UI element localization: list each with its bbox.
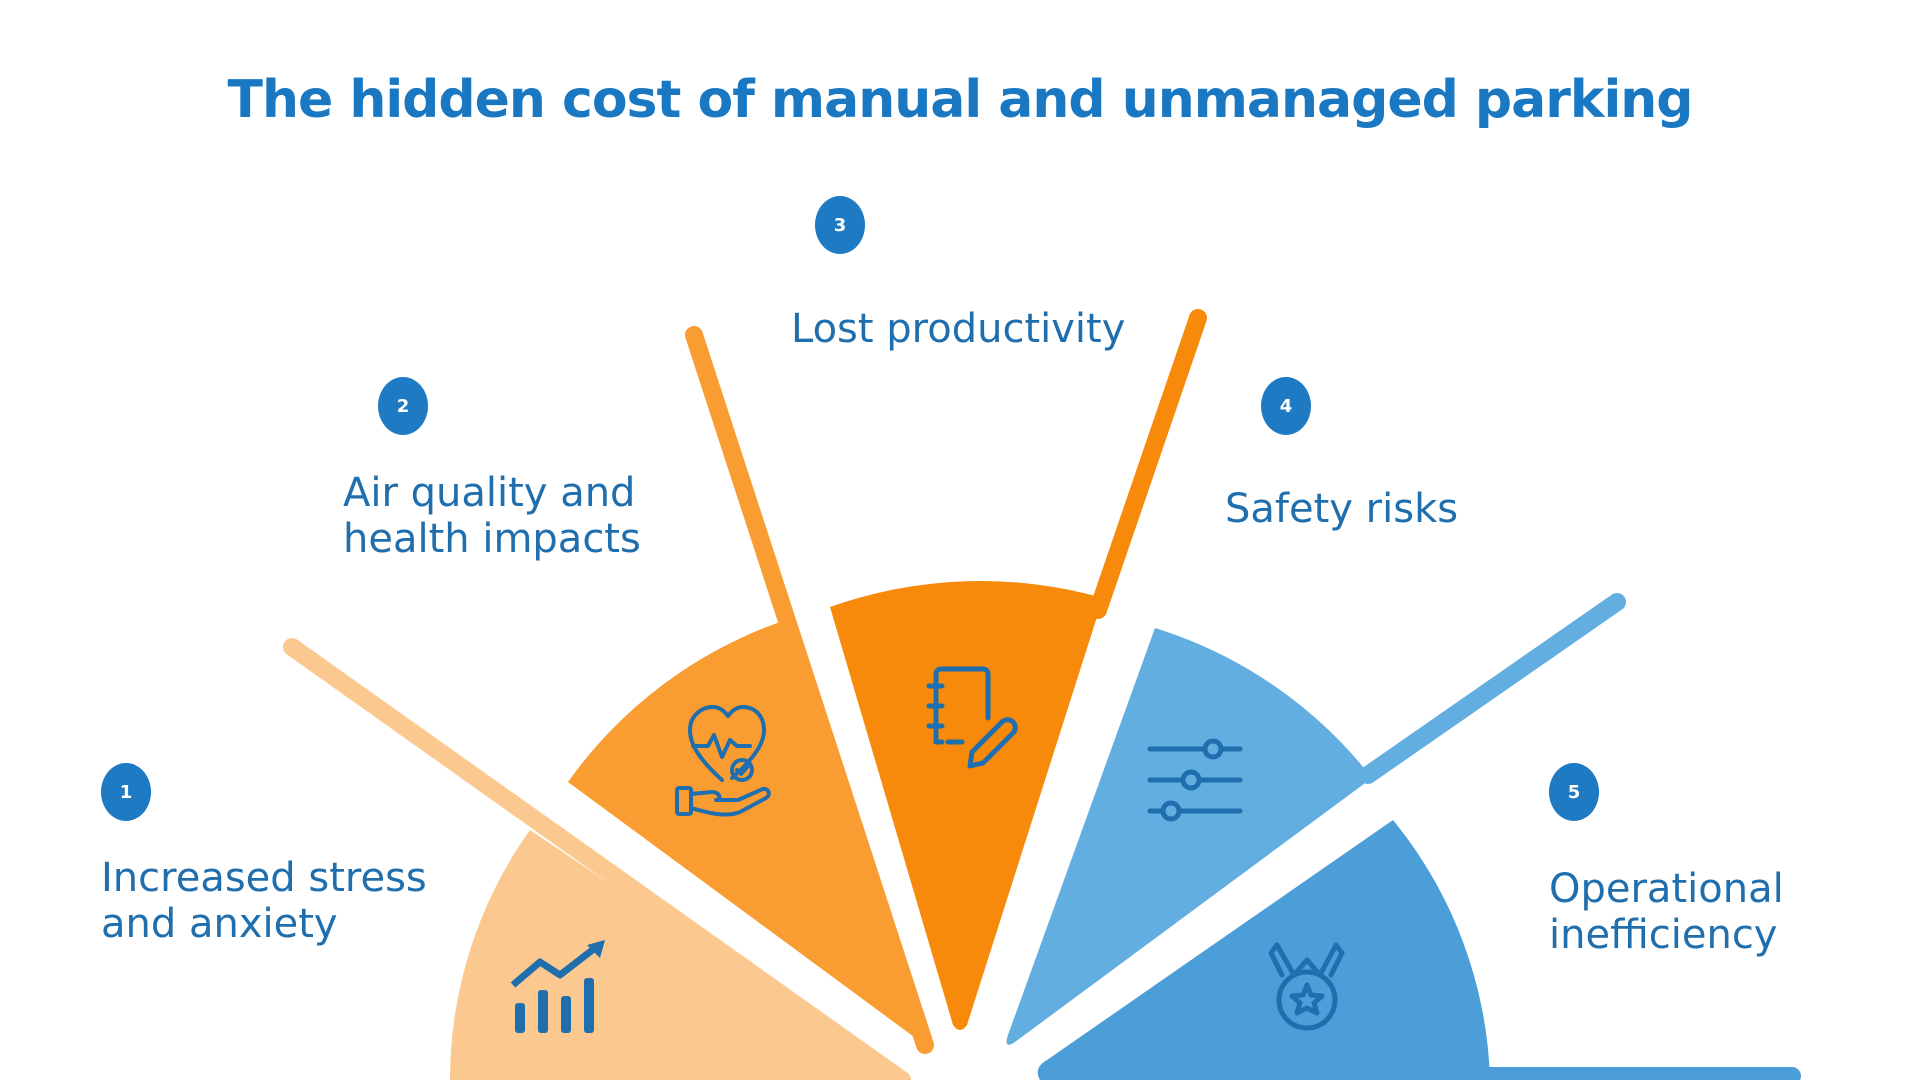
segment-3-ray (1089, 309, 1207, 619)
step-badge-4: 4 (1261, 377, 1311, 435)
step-badge-5: 5 (1549, 763, 1599, 821)
medal-icon (1268, 942, 1345, 1031)
segment-3-sector (830, 581, 1103, 1030)
segment-4-sector (1006, 628, 1372, 1045)
segment-5 (1037, 820, 1801, 1080)
item-label-2: Air quality and health impacts (343, 470, 641, 562)
sliders-icon (1147, 738, 1243, 822)
notebook-pen-icon (926, 666, 1018, 769)
item-label-3: Lost productivity (791, 306, 1126, 352)
segment-2 (568, 326, 934, 1054)
segment-1-ray (283, 638, 911, 1080)
segment-4 (1006, 593, 1626, 1045)
segment-5-sector (1037, 820, 1490, 1080)
step-badge-2: 2 (378, 377, 428, 435)
item-label-5: Operational inefficiency (1549, 866, 1784, 958)
segment-4-ray (1359, 593, 1626, 784)
step-badge-1: 1 (101, 763, 151, 821)
segment-2-sector (568, 622, 925, 1045)
chart-growth-icon (510, 940, 605, 1033)
segment-2-ray (685, 326, 934, 1054)
page-title: The hidden cost of manual and unmanaged … (227, 70, 1693, 130)
item-label-1: Increased stress and anxiety (101, 855, 427, 947)
item-label-4: Safety risks (1225, 486, 1459, 532)
heart-hand-icon (675, 705, 771, 817)
segment-3 (830, 309, 1207, 1030)
step-badge-3: 3 (815, 196, 865, 254)
